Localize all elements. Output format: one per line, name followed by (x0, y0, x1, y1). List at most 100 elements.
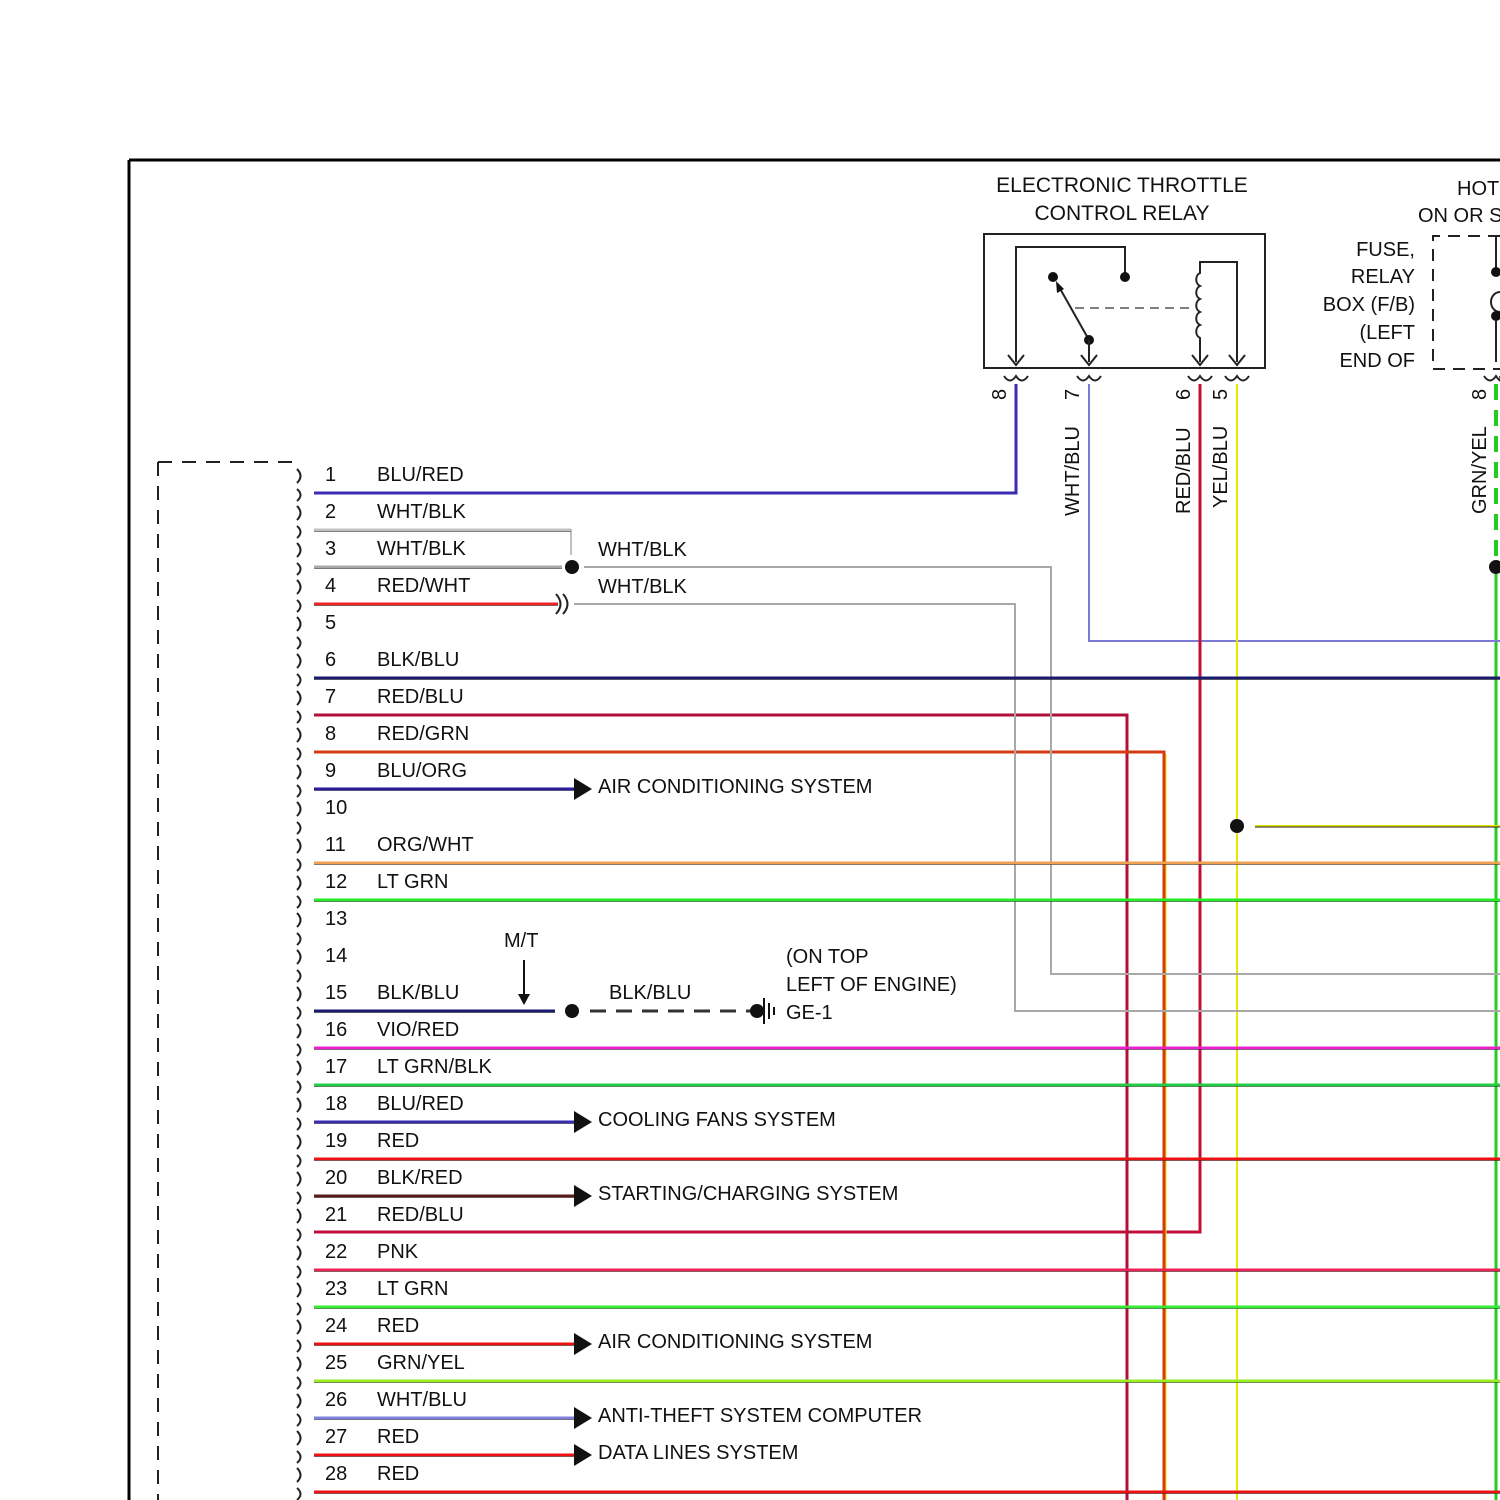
fuse-box-heading-line2: ON OR S (1418, 205, 1500, 227)
wire-color-label: BLU/ORG (377, 760, 467, 782)
connector-bracket (297, 1283, 301, 1315)
wire-color-label: RED (377, 1315, 419, 1337)
wire-color-label: RED/GRN (377, 723, 469, 745)
connector-bracket (297, 1394, 301, 1426)
relay-pin-6: 6 (1173, 389, 1195, 400)
splice-area: WHT/BLK WHT/BLK (314, 530, 688, 614)
connector-row-2: 2WHT/BLK (314, 501, 571, 532)
connector-bracket (297, 950, 301, 982)
wire-color-label: RED/BLU (377, 1204, 464, 1226)
connector-bracket (297, 469, 301, 501)
splice-dot (565, 560, 579, 574)
fuse-box-label-line2: RELAY (1351, 266, 1415, 288)
fuse-box-label-line3: BOX (F/B) (1323, 294, 1415, 316)
wire-color-label: BLK/BLU (377, 982, 459, 1004)
pin-number: 9 (325, 760, 336, 782)
connector-row-17: 17 LT GRN/BLK (314, 1056, 1500, 1087)
wire-color-label: RED (377, 1426, 419, 1448)
connector-row-9: 9 BLU/ORG (314, 760, 575, 791)
connector-bracket (297, 839, 301, 871)
system-ref-arrow (574, 1333, 592, 1355)
fuse-box-heading-line1: HOT (1457, 178, 1499, 200)
pin-number: 14 (325, 945, 347, 967)
vertical-wire-runs (314, 384, 1500, 1500)
connector-bracket (297, 765, 301, 797)
connector-bracket (297, 1357, 301, 1389)
system-ref-arrow (574, 778, 592, 800)
pin-number: 20 (325, 1167, 347, 1189)
wire-color-label: RED (377, 1130, 419, 1152)
connector-row-5: 5 (325, 612, 336, 634)
relay-pin6-wire-label: RED/BLU (1173, 427, 1195, 514)
wire-color-label: GRN/YEL (377, 1352, 465, 1374)
fuse-box-wire-label: GRN/YEL (1469, 426, 1491, 514)
ground-ge1: M/T BLK/BLU (ON TOP LEFT OF ENGINE) GE-1 (504, 930, 957, 1024)
connector-bracket (297, 691, 301, 723)
system-ref-arrow (574, 1185, 592, 1207)
fuse-box-label-line5: END OF (1339, 350, 1415, 372)
ground-location-line1: (ON TOP (786, 946, 869, 968)
mt-label: M/T (504, 930, 538, 952)
system-ref-arrow (574, 1407, 592, 1429)
pin-number: 17 (325, 1056, 347, 1078)
connector-row-22: 22PNK (314, 1241, 1500, 1272)
wire-color-label: RED/WHT (377, 575, 470, 597)
connector-row-13: 13 (325, 908, 347, 930)
wire-color-label: RED/BLU (377, 686, 464, 708)
relay-pin7-wire (1089, 384, 1500, 641)
relay-pin-5: 5 (1210, 389, 1232, 400)
pin-number: 6 (325, 649, 336, 671)
connector-bracket (297, 506, 301, 538)
row3-splice-wire (584, 567, 1500, 974)
ecm-dashed-outline (158, 462, 296, 1500)
wire-color-label: ORG/WHT (377, 834, 474, 856)
splice-label-upper: WHT/BLK (598, 539, 688, 561)
wire-color-label: LT GRN/BLK (377, 1056, 493, 1078)
wire-color-label: PNK (377, 1241, 419, 1263)
connector-bracket (297, 802, 301, 834)
pin-number: 4 (325, 575, 336, 597)
relay-title-line2: CONTROL RELAY (1034, 202, 1209, 225)
pin-number: 21 (325, 1204, 347, 1226)
pin-number: 11 (325, 834, 346, 856)
connector-row-7: 7 RED/BLU (325, 686, 464, 708)
pin-number: 28 (325, 1463, 347, 1485)
connector-row-4: 4 RED/WHT (314, 575, 558, 606)
pin-number: 27 (325, 1426, 347, 1448)
system-ref-label: STARTING/CHARGING SYSTEM (598, 1183, 898, 1205)
ground-wire-label: BLK/BLU (609, 982, 691, 1004)
wire-color-label: VIO/RED (377, 1019, 459, 1041)
connector-row-16: 16VIO/RED (314, 1019, 1500, 1050)
connector-row-6: 6BLK/BLU (314, 649, 1500, 680)
wire-color-label: WHT/BLK (377, 501, 467, 523)
system-ref-label: ANTI-THEFT SYSTEM COMPUTER (598, 1405, 922, 1427)
connector-bracket (297, 1135, 301, 1167)
connector-row-19: 19 RED (314, 1130, 1500, 1161)
relay-pin-7: 7 (1062, 389, 1084, 400)
connector-bracket (297, 543, 301, 575)
pin-number: 1 (325, 464, 336, 486)
pin-number: 7 (325, 686, 336, 708)
connector-row-11: 11 ORG/WHT (314, 834, 1500, 865)
pin-number: 5 (325, 612, 336, 634)
pin-number: 10 (325, 797, 347, 819)
throttle-control-relay: ELECTRONIC THROTTLE CONTROL RELAY 8 7 (984, 174, 1265, 516)
connector-row-23: 23LT GRN (314, 1278, 1500, 1309)
wire-color-label: RED (377, 1463, 419, 1485)
wire-color-label: WHT/BLK (377, 538, 467, 560)
relay-pin-8: 8 (989, 389, 1011, 400)
pin-number: 19 (325, 1130, 347, 1152)
system-ref-arrow (574, 1111, 592, 1133)
connector-bracket (297, 1246, 301, 1278)
connector-bracket (297, 1061, 301, 1093)
relay-title-line1: ELECTRONIC THROTTLE (996, 174, 1248, 197)
relay-pin5-wire-label: YEL/BLU (1210, 426, 1232, 508)
